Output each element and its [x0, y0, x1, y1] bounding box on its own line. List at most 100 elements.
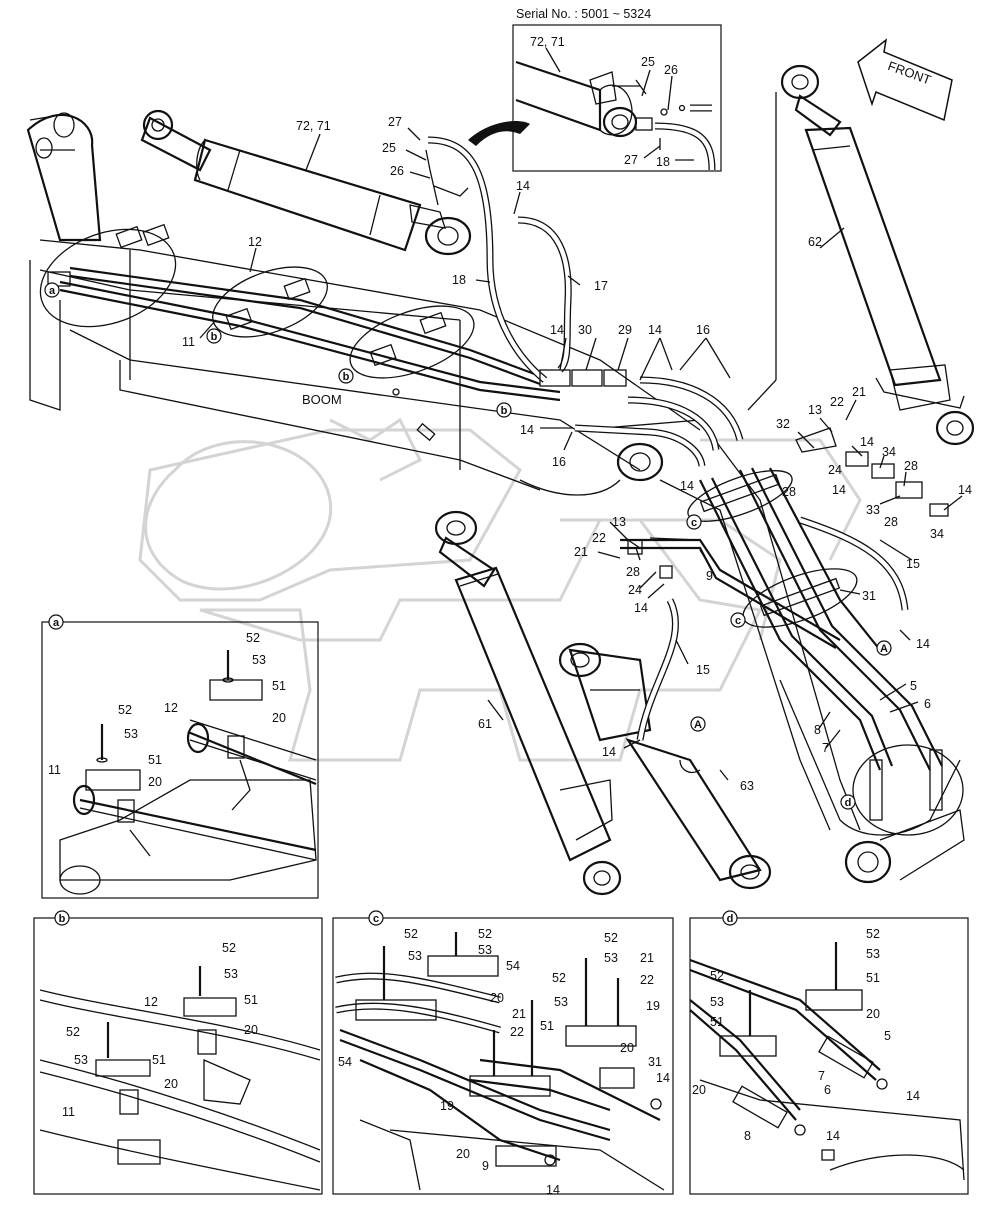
dc-label-21b: 21	[512, 1007, 526, 1021]
callout-marker-b1: b	[211, 331, 218, 343]
detail-b-frame	[33, 917, 323, 1195]
callout-oval-b2	[349, 305, 475, 379]
dd-label-6: 6	[824, 1083, 831, 1097]
detail-a-frame	[41, 621, 319, 899]
label-33: 33	[866, 503, 880, 517]
dc-label-20b: 20	[620, 1041, 634, 1055]
hoses-17-18	[427, 136, 572, 383]
label-30: 30	[578, 323, 592, 337]
label-11: 11	[182, 335, 195, 349]
label-8: 8	[814, 723, 821, 737]
dc-label-52b: 52	[478, 927, 492, 941]
dc-label-54: 54	[506, 959, 520, 973]
db-label-52: 52	[222, 941, 236, 955]
dd-label-20: 20	[866, 1007, 880, 1021]
label-17: 17	[594, 279, 608, 293]
dd-label-5: 5	[884, 1029, 891, 1043]
callout-marker-A1: A	[880, 643, 888, 655]
dd-label-53b: 53	[710, 995, 724, 1009]
dc-label-14: 14	[656, 1071, 670, 1085]
pipes-5-6-7-8	[620, 467, 943, 771]
cylinder-61	[434, 510, 622, 896]
label-28c: 28	[884, 515, 898, 529]
boom-structure: BOOM	[26, 112, 965, 884]
dd-label-51: 51	[866, 971, 880, 985]
detail-c-frame	[332, 917, 674, 1195]
label-24b: 24	[628, 583, 642, 597]
label-63: 63	[740, 779, 754, 793]
inset-label-26: 26	[664, 63, 678, 77]
label-14k: 14	[602, 745, 616, 759]
label-28b: 28	[782, 485, 796, 499]
da-label-52: 52	[246, 631, 260, 645]
label-62: 62	[808, 235, 822, 249]
db-label-53: 53	[224, 967, 238, 981]
dc-label-52: 52	[404, 927, 418, 941]
main-leader-lines	[199, 92, 963, 781]
label-14j: 14	[916, 637, 930, 651]
label-29: 29	[618, 323, 632, 337]
label-14b: 14	[550, 323, 564, 337]
dc-label-53: 53	[408, 949, 422, 963]
label-9: 9	[706, 569, 713, 583]
callout-marker-c1: c	[691, 517, 697, 529]
cylinder-62	[780, 64, 975, 446]
label-15b: 15	[696, 663, 710, 677]
detail-b: b 52 53 51 12 20 52 53 51 20 11	[33, 910, 323, 1195]
db-label-51: 51	[244, 993, 258, 1007]
label-24: 24	[828, 463, 842, 477]
label-13b: 13	[612, 515, 626, 529]
dc-label-31: 31	[648, 1055, 662, 1069]
label-34b: 34	[930, 527, 944, 541]
main-labels: 72, 71 27 25 26 14 18 17 12 11 14 30 29 …	[182, 115, 972, 793]
label-26: 26	[390, 164, 404, 178]
main-clamps	[47, 223, 943, 821]
callout-oval-d	[852, 744, 964, 836]
dc-label-53b: 53	[478, 943, 492, 957]
dc-label-20: 20	[490, 991, 504, 1005]
dd-label-8: 8	[744, 1129, 751, 1143]
dd-label-53: 53	[866, 947, 880, 961]
serial-inset: Serial No. : 5001 ~ 5324 72, 71 25 26 27…	[512, 7, 722, 172]
dc-label-53d: 53	[604, 951, 618, 965]
dc-label-54b: 54	[338, 1055, 352, 1069]
dd-label-7: 7	[818, 1069, 825, 1083]
da-label-20: 20	[272, 711, 286, 725]
cylinder-72-71	[140, 109, 472, 256]
da-label-11: 11	[48, 763, 61, 777]
main-callout-markers: a b b b c c d A A	[44, 282, 892, 810]
watermark-logo	[138, 417, 862, 762]
dc-label-52c: 52	[552, 971, 566, 985]
da-label-51: 51	[272, 679, 286, 693]
right-fittings	[627, 427, 949, 579]
detail-d-frame	[689, 917, 969, 1195]
boom-label: BOOM	[302, 392, 342, 407]
label-21: 21	[852, 385, 866, 399]
da-label-12: 12	[164, 701, 178, 715]
label-12: 12	[248, 235, 262, 249]
detail-a: a 52 53 51 12 20 52 53 51 11 20	[41, 614, 319, 899]
inset-label-25: 25	[641, 55, 655, 69]
label-32: 32	[776, 417, 790, 431]
label-7: 7	[822, 741, 829, 755]
inset-pointer-arrow	[468, 121, 530, 146]
detail-a-tag: a	[53, 617, 60, 629]
label-18: 18	[452, 273, 466, 287]
dc-label-9: 9	[482, 1159, 489, 1173]
da-label-53b: 53	[124, 727, 138, 741]
dc-label-22: 22	[640, 973, 654, 987]
inset-label-18: 18	[656, 155, 670, 169]
callout-oval-c1	[687, 470, 793, 522]
hoses-15	[636, 516, 909, 741]
dc-label-51: 51	[540, 1019, 554, 1033]
db-label-12: 12	[144, 995, 158, 1009]
da-label-20b: 20	[148, 775, 162, 789]
dc-label-20c: 20	[456, 1147, 470, 1161]
db-label-52b: 52	[66, 1025, 80, 1039]
callout-oval-a	[39, 228, 177, 328]
dc-label-22b: 22	[510, 1025, 524, 1039]
label-28d: 28	[626, 565, 640, 579]
dd-label-14: 14	[906, 1089, 920, 1103]
callout-marker-c2: c	[735, 615, 741, 627]
